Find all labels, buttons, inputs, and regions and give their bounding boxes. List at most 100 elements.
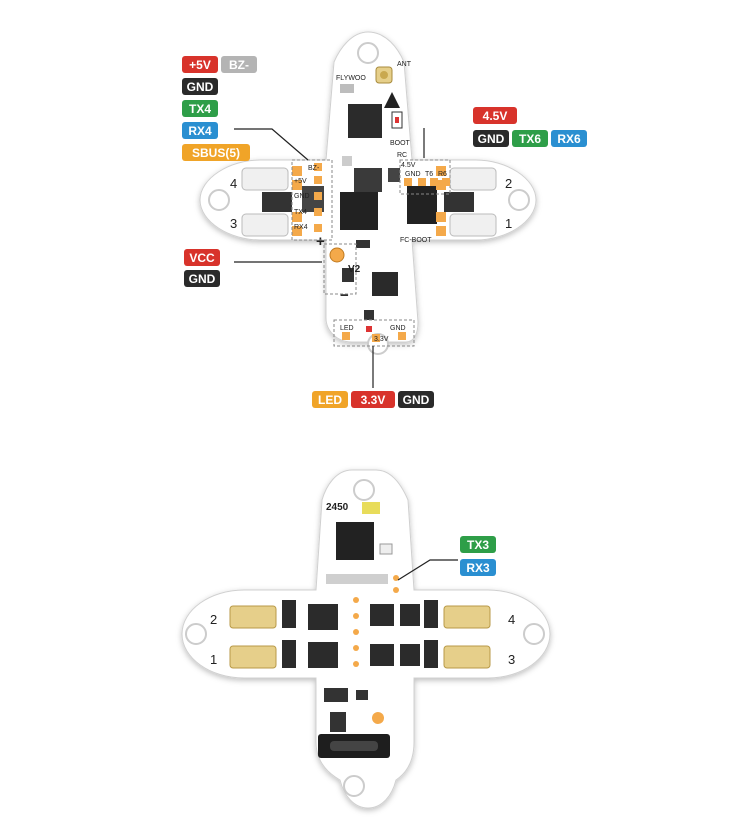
pad-label-gnd: GND: [294, 193, 310, 200]
pin-badge: [182, 78, 218, 95]
pad-label-33v: 3.3V: [374, 336, 389, 343]
pin-badge-label: RX4: [188, 124, 212, 138]
bottom-board-outline: [181, 469, 551, 809]
callout-top-right: 4.5V GND TX6 RX6: [473, 107, 587, 147]
pin-badge: [221, 56, 257, 73]
callout-bottom: LED 3.3V GND: [312, 391, 434, 408]
pin-badge: [351, 391, 395, 408]
pin-badge-label: SBUS(5): [192, 146, 240, 160]
pad-label-rc: RC: [397, 152, 407, 159]
pin-badge-label: 4.5V: [483, 109, 508, 123]
ant-label: ANT: [397, 61, 412, 68]
motor-number: 1: [505, 216, 512, 231]
pad-label-t6: T6: [425, 171, 433, 178]
pad-label-gnd3: GND: [390, 325, 406, 332]
motor-number: 4: [508, 612, 515, 627]
pin-badge: [473, 130, 509, 147]
mount-hole: [357, 42, 379, 64]
pad-label-r6: R6: [438, 171, 447, 178]
fc-boot-label: FC-BOOT: [400, 237, 432, 244]
pad-label-gnd2: GND: [405, 171, 421, 178]
motor-number: 3: [230, 216, 237, 231]
top-board: ANT FLYWOO BOOT FC-BOOT V2 + −: [199, 31, 537, 388]
mount-hole: [508, 189, 530, 211]
pin-badge-label: TX4: [189, 102, 211, 116]
mount-hole: [353, 479, 375, 501]
pin-badge: [184, 270, 220, 287]
right-pads: RC 4.5V GND T6 R6: [397, 152, 450, 186]
callout-power: VCC GND: [184, 249, 220, 287]
pin-badge: [551, 130, 587, 147]
direction-arrow-icon: [384, 92, 400, 108]
pin-badge: [460, 536, 496, 553]
pad-label-tx4: TX4: [294, 209, 307, 216]
pin-badge: [460, 559, 496, 576]
motor-connector: [443, 645, 491, 669]
minus-sign: −: [340, 287, 349, 304]
date-code: 2450: [326, 502, 349, 513]
pin-badge-label: VCC: [189, 251, 215, 265]
pad-label-bz: BZ-: [308, 165, 320, 172]
chip: [407, 186, 437, 224]
pin-badge-label: GND: [403, 393, 430, 407]
motor-connectors-right: 2 1: [436, 166, 512, 237]
leader-line: [234, 128, 309, 161]
esc-components: [282, 600, 438, 668]
antenna: [362, 502, 380, 514]
mount-hole: [185, 623, 207, 645]
pin-badge: [398, 391, 434, 408]
left-pad-group: [291, 159, 333, 241]
tx3-pad: [393, 575, 399, 581]
vcc-pad: [329, 247, 345, 263]
pin-badge-label: GND: [189, 272, 216, 286]
mount-hole: [208, 189, 230, 211]
chip: [354, 168, 382, 192]
pin-badge: [473, 107, 517, 124]
motor-connectors-left: 4 3: [230, 166, 302, 237]
boot-label: BOOT: [390, 140, 411, 147]
brand-label: FLYWOO: [336, 75, 366, 82]
pin-badge-label: BZ-: [229, 58, 249, 72]
pin-badge-label: RX3: [466, 561, 490, 575]
bottom-board: 2450 2 1 4 3: [181, 469, 551, 809]
chip: [348, 104, 382, 138]
motor-connector: [229, 605, 277, 629]
bottom-pad-group: [333, 319, 415, 347]
motor-connector: [229, 645, 277, 669]
pin-badge-label: RX6: [557, 132, 581, 146]
pin-badge-label: LED: [318, 393, 342, 407]
pin-badge: [184, 249, 220, 266]
pin-badge: [182, 144, 250, 161]
pad-label-5v: +5V: [294, 178, 307, 185]
pin-badge-label: 3.3V: [361, 393, 386, 407]
mount-hole: [523, 623, 545, 645]
pin-row: [326, 574, 388, 584]
mount-hole: [343, 775, 365, 797]
pin-badge-label: GND: [187, 80, 214, 94]
right-pad-group: [399, 159, 451, 195]
motor-number: 4: [230, 176, 237, 191]
pad-label-rx4: RX4: [294, 224, 308, 231]
pin-badge: [182, 122, 218, 139]
pin-badge: [512, 130, 548, 147]
pin-badge-label: GND: [478, 132, 505, 146]
center-pads: [353, 597, 384, 724]
pin-badge: [182, 56, 218, 73]
motor-number: 1: [210, 652, 217, 667]
rx3-pad: [393, 587, 399, 593]
pin-badge: [312, 391, 348, 408]
pin-badge: [182, 100, 218, 117]
pad-label-led: LED: [340, 325, 354, 332]
left-pads: +5V BZ- GND TX4 RX4: [294, 163, 322, 232]
motor-number: 3: [508, 652, 515, 667]
pin-badge-label: +5V: [189, 58, 211, 72]
pad-label-45v: 4.5V: [401, 162, 416, 169]
version-label: V2: [348, 264, 361, 275]
pin-badge-label: TX3: [467, 538, 489, 552]
pin-badge-label: TX6: [519, 132, 541, 146]
chip: [336, 522, 374, 560]
bottom-pads: LED GND 3.3V: [340, 325, 406, 343]
